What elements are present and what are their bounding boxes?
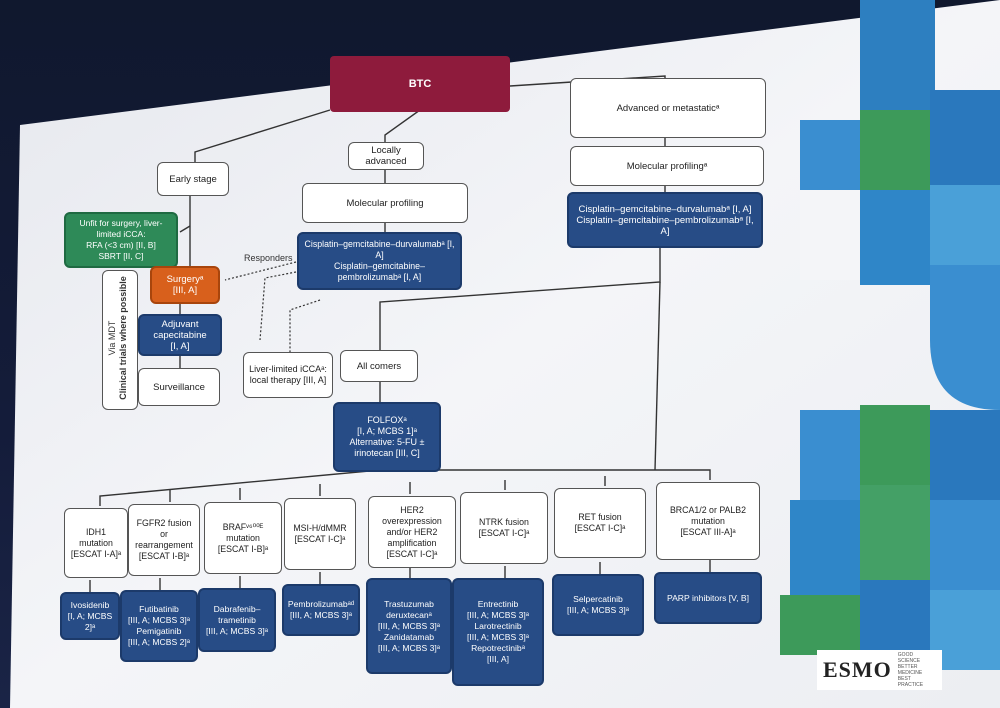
- advanced-metastatic-node: Advanced or metastaticᵃ: [570, 78, 766, 138]
- surgery-node: Surgeryᵃ [III, A]: [150, 266, 220, 304]
- treatment-node-5: Trastuzumab deruxtecanᵃ [III, A; MCBS 3]…: [366, 578, 452, 674]
- unfit-surgery-node: Unfit for surgery, liver-limited iCCA: R…: [64, 212, 178, 268]
- folfox-node: FOLFOXᵃ [I, A; MCBS 1]ᵃ Alternative: 5-F…: [333, 402, 441, 472]
- mutation-node-2: FGFR2 fusion or rearrangement [ESCAT I-B…: [128, 504, 200, 576]
- cisplatin-regimen-la-node: Cisplatin–gemcitabine–durvalumabᵃ [I, A]…: [297, 232, 462, 290]
- responders-label: Responders: [244, 253, 293, 263]
- treatment-node-4: Pembrolizumabᵃᵈ [III, A; MCBS 3]ᵃ: [282, 584, 360, 636]
- molecular-profiling-la-node: Molecular profiling: [302, 183, 468, 223]
- all-comers-node: All comers: [340, 350, 418, 382]
- adjuvant-capecitabine-node: Adjuvant capecitabine [I, A]: [138, 314, 222, 356]
- treatment-node-7: Selpercatinib [III, A; MCBS 3]ᵃ: [552, 574, 644, 636]
- treatment-node-3: Dabrafenib– trametinib [III, A; MCBS 3]ᵃ: [198, 588, 276, 652]
- esmo-logo-text: ESMO: [823, 657, 892, 682]
- flow-connectors: [89, 75, 711, 592]
- mutation-node-4: MSI-H/dMMR [ESCAT I-C]ᵃ: [284, 498, 356, 570]
- esmo-logo: ESMO GOOD SCIENCE BETTER MEDICINE BEST P…: [817, 650, 942, 690]
- responders-dashed-lines: [224, 261, 321, 352]
- mutation-node-5: HER2 overexpression and/or HER2 amplific…: [368, 496, 456, 568]
- treatment-node-1: Ivosidenib [I, A; MCBS 2]ᵃ: [60, 592, 120, 640]
- mutation-node-7: RET fusion [ESCAT I-C]ᵃ: [554, 488, 646, 558]
- liver-limited-node: Liver-limited iCCAᵃ: local therapy [III,…: [243, 352, 333, 398]
- mutation-node-3: BRAFᵛ⁶⁰⁰ᴱ mutation [ESCAT I-B]ᵃ: [204, 502, 282, 574]
- btc-root-node: BTC: [330, 56, 510, 112]
- molecular-profiling-adv-node: Molecular profilingᵃ: [570, 146, 764, 186]
- mutation-node-1: IDH1 mutation [ESCAT I-A]ᵃ: [64, 508, 128, 578]
- mdt-clinical-trials-bracket: [102, 270, 138, 410]
- treatment-node-2: Futibatinib [III, A; MCBS 3]ᵃ Pemigatini…: [120, 590, 198, 662]
- early-stage-node: Early stage: [157, 162, 229, 196]
- surveillance-node: Surveillance: [138, 368, 220, 406]
- decorative-tile-pattern: [780, 0, 1000, 670]
- esmo-tagline: GOOD SCIENCE BETTER MEDICINE BEST PRACTI…: [897, 652, 924, 688]
- cisplatin-regimen-adv-node: Cisplatin–gemcitabine–durvalumabᵃ [I, A]…: [567, 192, 763, 248]
- clinical-trials-label: Clinical trials where possible: [118, 276, 128, 400]
- treatment-node-6: Entrectinib [III, A; MCBS 3]ᵃ Larotrecti…: [452, 578, 544, 686]
- treatment-node-8: PARP inhibitors [V, B]: [654, 572, 762, 624]
- mutation-node-6: NTRK fusion [ESCAT I-C]ᵃ: [460, 492, 548, 564]
- mutation-node-8: BRCA1/2 or PALB2 mutation [ESCAT III-A]ᵃ: [656, 482, 760, 560]
- via-mdt-label: Via MDT: [107, 320, 117, 356]
- locally-advanced-node: Locally advanced: [348, 142, 424, 170]
